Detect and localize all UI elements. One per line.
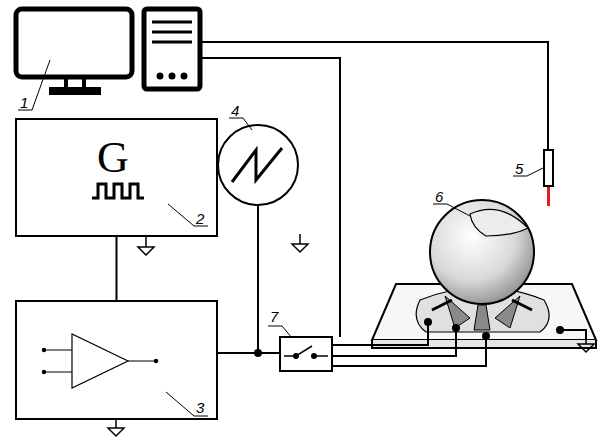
computer-icon: [16, 9, 200, 94]
sawtooth-symbol: [232, 148, 282, 182]
control-wire: [202, 58, 340, 337]
laser-sensor: [544, 150, 553, 186]
generator-letter: G: [97, 136, 129, 180]
callout-number: 1: [20, 95, 28, 110]
sphere: [430, 200, 534, 304]
ground-symbol: [108, 234, 594, 436]
switch-box: [280, 337, 332, 371]
laser-beam: [547, 187, 550, 206]
callout-number: 4: [231, 103, 239, 118]
callout-number: 6: [435, 189, 443, 204]
sawtooth-source: [218, 125, 298, 205]
callout-number: 7: [270, 309, 278, 324]
leader-line: [18, 60, 543, 416]
generator-box: G2: [15, 118, 218, 237]
junction-dot: [255, 350, 261, 356]
pulse-symbol: [92, 184, 144, 198]
electrode-wire: [332, 336, 486, 366]
amplifier-box: 3: [15, 300, 218, 420]
electrode-wire: [332, 322, 428, 345]
signal-wire: [116, 237, 118, 300]
sphere-cap: [470, 209, 528, 236]
ground-wire: [560, 330, 586, 340]
amplifier-symbol: [42, 334, 157, 388]
electrode-wire: [332, 328, 456, 356]
source-wire: [257, 205, 259, 353]
callout-number: 2: [196, 211, 204, 226]
amp-output-wire: [218, 352, 280, 354]
callout-number: 3: [196, 400, 204, 415]
callout-number: 5: [515, 161, 523, 176]
switch-symbol: [284, 346, 328, 356]
